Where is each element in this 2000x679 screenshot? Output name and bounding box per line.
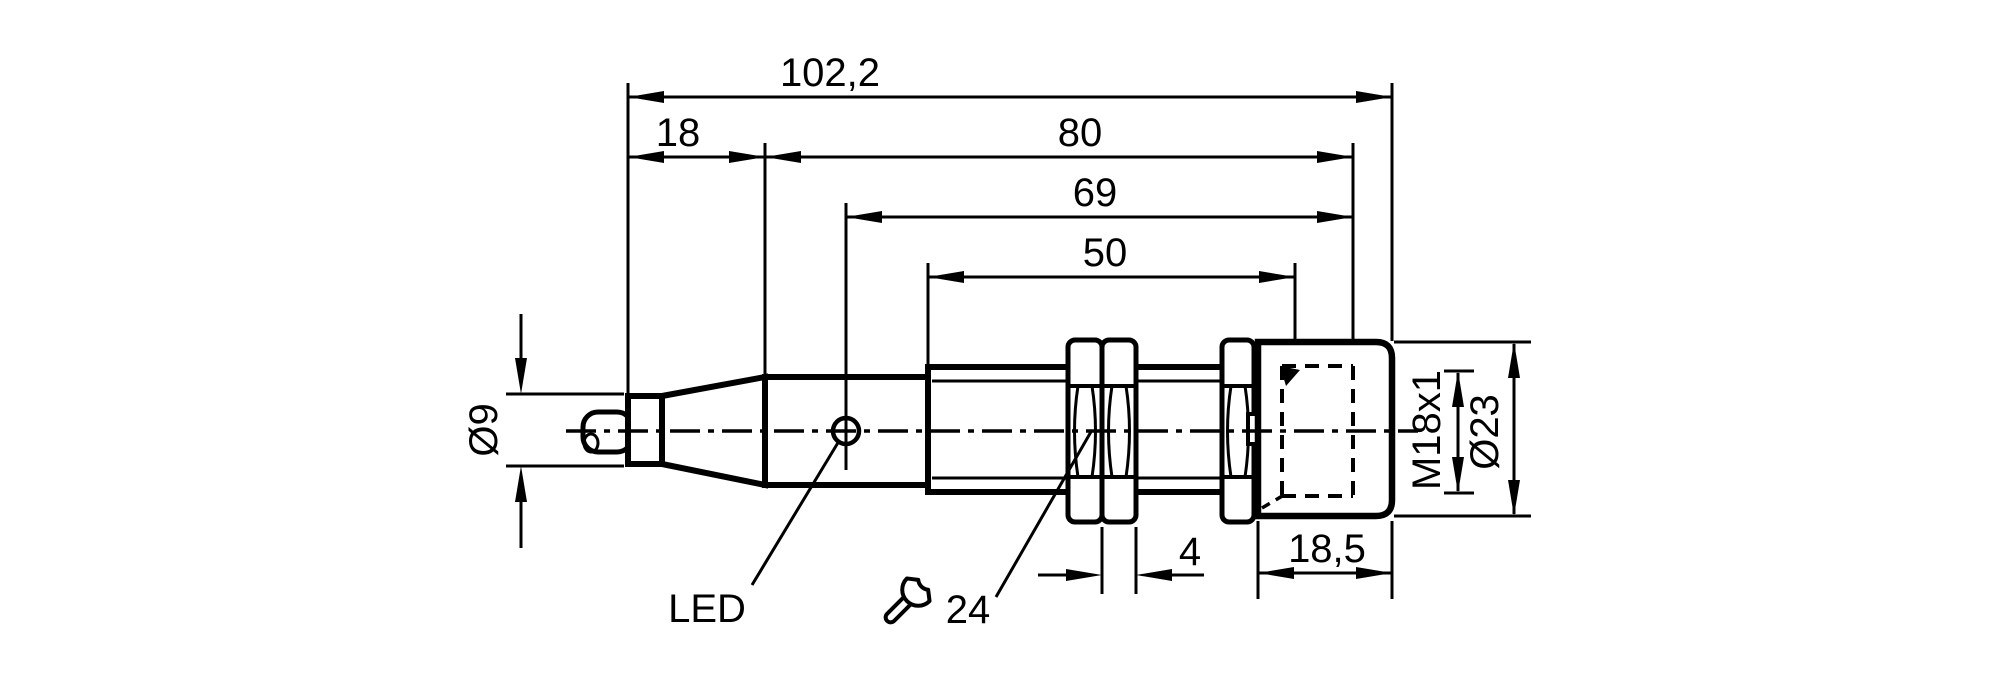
dimension-value: 18,5 [1288,527,1366,571]
led-label-text: LED [668,587,746,631]
wrench-size-annotation: 24 [883,429,1094,632]
wrench-leader-line [994,429,1094,598]
connector-head [1254,338,1396,520]
dimension-value: Ø9 [462,403,506,456]
led-leader-line [750,440,841,586]
sensor-body [566,203,1418,525]
dimension-value: M18x1 [1405,370,1449,490]
dimension-nut-thickness: 4 [1038,527,1204,594]
connector-key-marker [1280,366,1300,386]
dimension-cable-gland-diameter: Ø9 [462,314,624,548]
dimension-value: 102,2 [780,51,880,95]
dimension-value: 50 [1083,231,1128,275]
dimension-value: 80 [1058,111,1103,155]
cable-end-detail [582,432,600,454]
wrench-size-value: 24 [946,588,991,632]
dimension-thread-spec: M18x1 [1405,369,1474,495]
dimension-value: 69 [1073,171,1118,215]
dimension-connector-block: 18,5 [1256,521,1394,599]
led-indicator [830,203,862,470]
led-label: LED [668,440,841,631]
lock-nut-pair [1065,337,1139,525]
dimension-overall-length: 102,2 [626,51,1394,393]
dimension-thread-length: 50 [926,231,1297,366]
dimension-80: 80 [765,111,1355,344]
dimension-value: Ø23 [1463,394,1507,470]
dimension-value: 18 [656,111,701,155]
hidden-connector-outline [1261,364,1355,510]
hex-nut [1219,337,1257,525]
dimension-value: 4 [1179,530,1201,574]
dimension-rear-section: 18 [628,111,767,376]
dimension-69: 69 [846,171,1353,223]
open-end-wrench-icon [883,576,932,625]
dimension-head-diameter: Ø23 [1394,340,1531,518]
